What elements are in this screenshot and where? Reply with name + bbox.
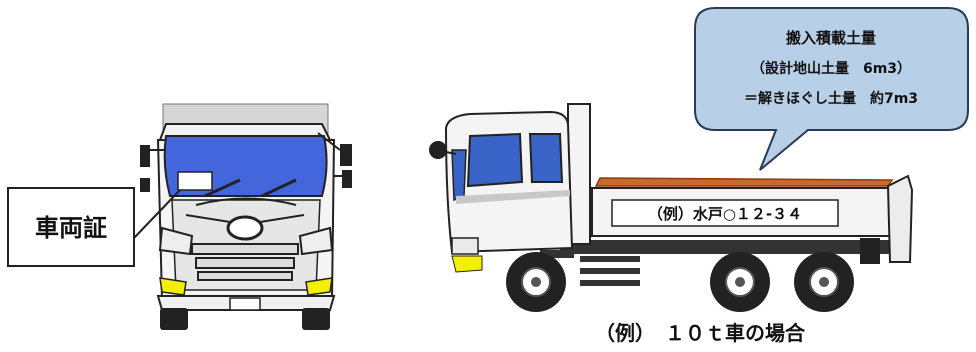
permit-card	[178, 172, 212, 190]
bubble-line-1: 搬入積載土量	[786, 29, 876, 47]
caption: （例） １０ｔ車の場合	[595, 321, 806, 345]
bubble-line-2: （設計地山土量 6m3）	[751, 60, 911, 77]
truck-front-icon	[140, 104, 352, 330]
permit-callout-label: 車両証	[35, 214, 107, 242]
plate-label: （例）水戸○１２-３４	[648, 205, 802, 223]
bubble-line-3: ＝解きほぐし土量 約7m3	[744, 90, 918, 107]
cargo-soil	[596, 178, 892, 186]
